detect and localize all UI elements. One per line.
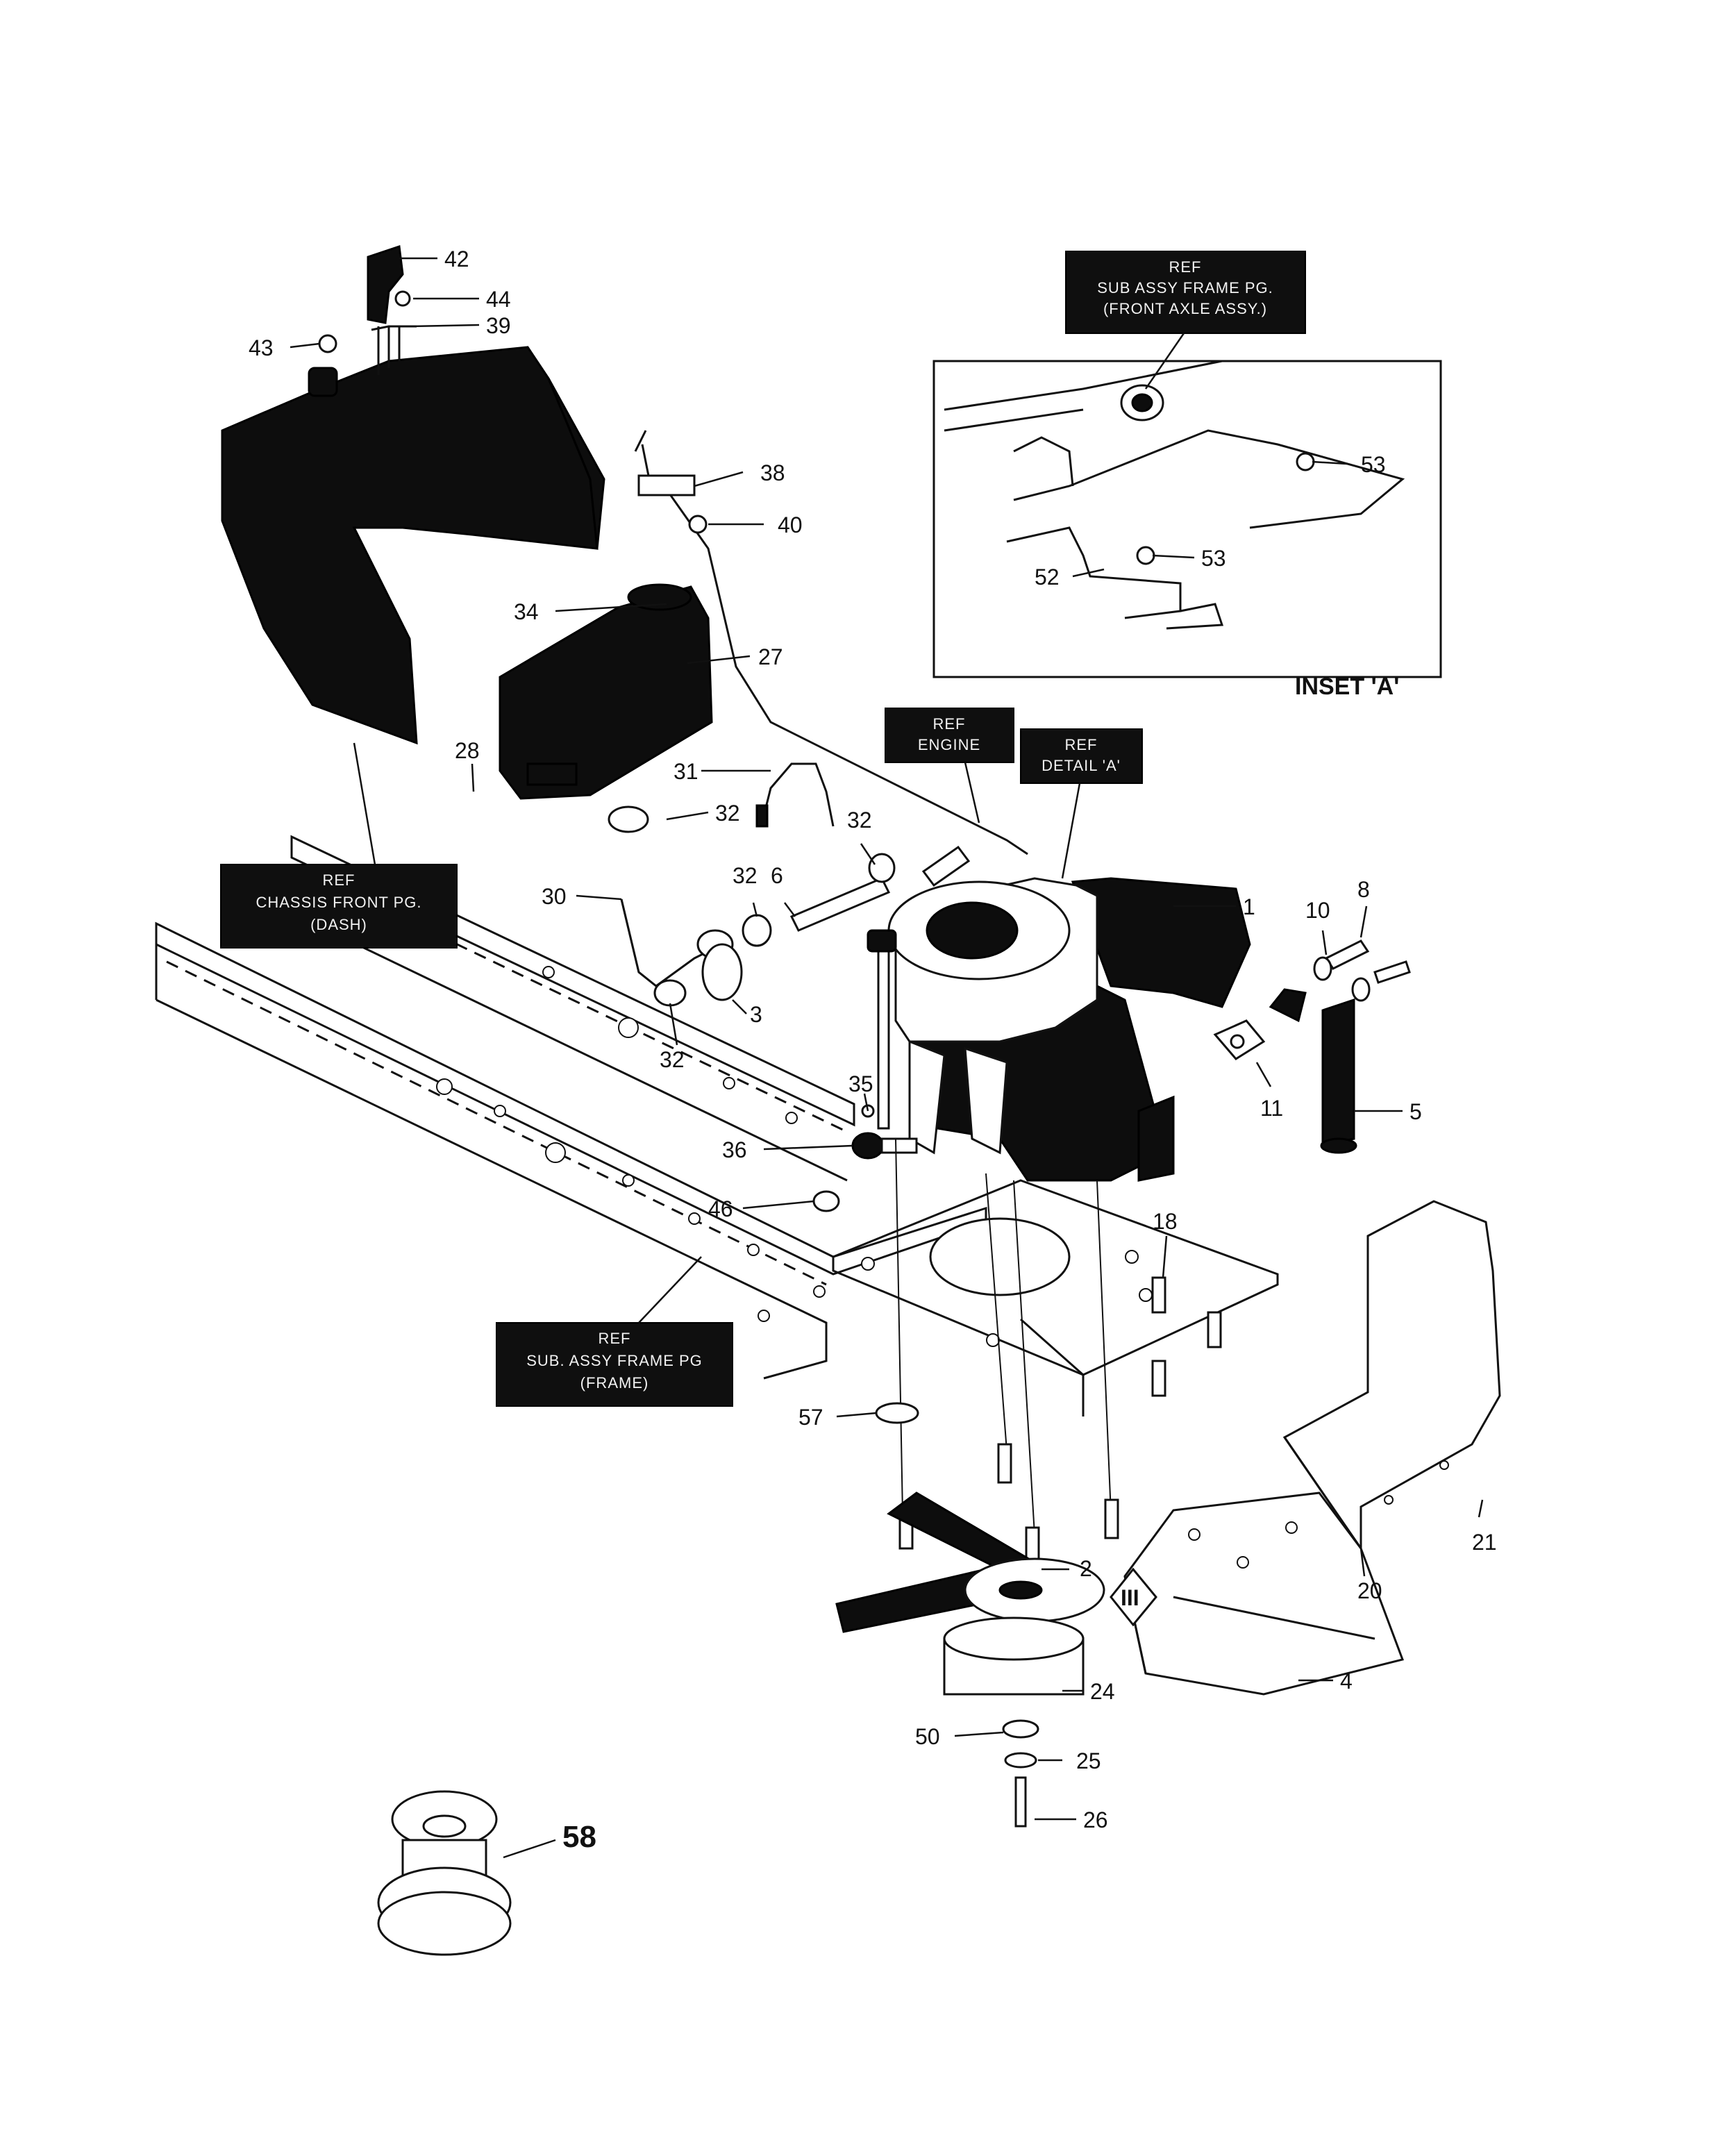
ref-frame-line-2: (FRAME) (580, 1374, 649, 1392)
callout-numbers: 42 44 39 43 38 40 34 27 28 31 32 32 30 3… (249, 246, 1497, 1854)
callout-8: 8 (1357, 877, 1370, 902)
fuel-shutoff-fitting (851, 1104, 918, 1160)
ref-chassis-line-0: REF (323, 871, 355, 889)
callout-32-a: 32 (715, 801, 740, 826)
callout-31: 31 (674, 759, 698, 784)
ref-box-frame (496, 1322, 733, 1407)
callout-4: 4 (1340, 1669, 1353, 1694)
dash-panel (221, 346, 605, 745)
nut-46 (812, 1190, 840, 1212)
callout-30: 30 (542, 884, 567, 909)
ref-front-axle-line-1: SUB ASSY FRAME PG. (1097, 279, 1273, 296)
callout-38: 38 (760, 460, 785, 485)
callout-20: 20 (1357, 1578, 1382, 1603)
callout-53-a: 53 (1361, 452, 1386, 477)
callout-36: 36 (722, 1137, 747, 1162)
callout-58: 58 (562, 1820, 596, 1854)
callout-39: 39 (486, 313, 511, 338)
inset-a: INSET 'A' (932, 360, 1442, 700)
callout-42: 42 (444, 246, 469, 271)
callout-32-b: 32 (847, 808, 872, 833)
callout-32-d: 32 (660, 1047, 685, 1072)
callout-26: 26 (1083, 1807, 1108, 1832)
callout-35: 35 (848, 1071, 873, 1096)
pulley-58 (377, 1790, 512, 1956)
ref-front-axle-line-2: (FRONT AXLE ASSY.) (1103, 300, 1267, 317)
callout-10: 10 (1305, 898, 1330, 923)
washer-57 (875, 1402, 919, 1424)
ref-engine-line-1: ENGINE (918, 736, 980, 753)
engine-mount-plate (832, 1179, 1279, 1417)
muffler-bolts (1313, 939, 1411, 1002)
battery (499, 583, 713, 800)
diamond-badge: III (1110, 1567, 1157, 1627)
callout-46: 46 (708, 1196, 733, 1221)
ref-boxes (220, 251, 1306, 1407)
ref-detail-a-line-1: DETAIL 'A' (1041, 757, 1121, 774)
callout-57: 57 (798, 1405, 823, 1430)
callout-18: 18 (1153, 1209, 1178, 1234)
ignition-switch-assembly (318, 244, 417, 375)
ref-detail-a-line-0: REF (1065, 736, 1098, 753)
callout-2: 2 (1080, 1556, 1092, 1581)
engine (867, 877, 1251, 1182)
callout-3: 3 (750, 1002, 762, 1027)
badge-symbol: III (1121, 1585, 1139, 1610)
callout-40: 40 (778, 512, 803, 537)
callout-32-c: 32 (733, 863, 758, 888)
ref-chassis-line-2: (DASH) (310, 916, 367, 933)
ref-box-detail-a (1020, 728, 1143, 784)
front-skid-plate (1123, 1491, 1404, 1696)
callout-43: 43 (249, 335, 274, 360)
callout-1: 1 (1243, 894, 1255, 919)
callout-24: 24 (1090, 1679, 1115, 1704)
callout-50: 50 (915, 1724, 940, 1749)
ref-front-axle-line-0: REF (1169, 258, 1202, 276)
callout-28: 28 (455, 738, 480, 763)
ref-engine-line-0: REF (933, 715, 966, 733)
callout-5: 5 (1409, 1099, 1422, 1124)
fuel-system (608, 762, 971, 1007)
belt-pulley-assembly (835, 1491, 1105, 1828)
ref-box-engine (885, 708, 1014, 763)
callout-44: 44 (486, 287, 511, 312)
ref-frame-line-1: SUB. ASSY FRAME PG (526, 1352, 703, 1369)
callout-21: 21 (1472, 1530, 1497, 1555)
callout-11: 11 (1260, 1096, 1283, 1121)
callout-25: 25 (1076, 1748, 1101, 1773)
frame-rails (155, 835, 987, 1380)
ref-box-chassis (220, 864, 458, 949)
ref-box-texts: REF SUB ASSY FRAME PG. (FRONT AXLE ASSY.) R… (256, 258, 1273, 1392)
callout-leaders (290, 257, 1484, 1859)
ref-chassis-line-1: CHASSIS FRONT PG. (256, 894, 421, 911)
callout-34: 34 (514, 599, 539, 624)
callout-52: 52 (1035, 565, 1060, 590)
engine-mount-bolts (895, 1138, 1222, 1564)
callout-27: 27 (758, 644, 783, 669)
ref-frame-line-0: REF (599, 1330, 631, 1347)
ref-box-front-axle (1065, 251, 1306, 334)
battery-cable (634, 430, 1028, 855)
muffler-assembly (1213, 988, 1357, 1154)
callout-53-b: 53 (1201, 546, 1226, 571)
callout-6: 6 (771, 863, 783, 888)
inset-a-label: INSET 'A' (1295, 674, 1399, 700)
